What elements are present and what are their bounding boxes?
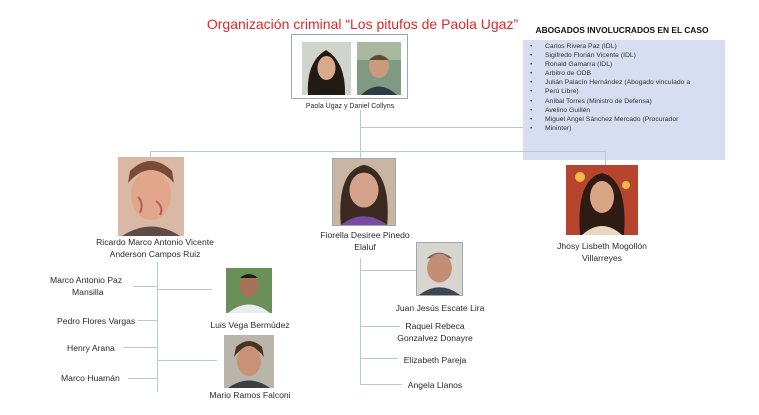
- lawyer-item-continuation: Perú Libre): [530, 87, 725, 96]
- photo-juan-escate: [416, 242, 463, 296]
- connector: [138, 320, 157, 321]
- connector: [360, 270, 416, 271]
- jhosy-caption-2: Villarreyes: [582, 253, 622, 263]
- connector: [150, 151, 151, 158]
- elizabeth-caption: Elizabeth Pareja: [403, 355, 467, 365]
- ricardo-caption-1: Ricardo Marco Antonio Vicente: [96, 237, 214, 247]
- connector: [360, 358, 398, 359]
- member-arana: Henry Arana: [67, 343, 115, 353]
- connector: [157, 360, 217, 361]
- lawyer-item: Aníbal Torres (Ministro de Defensa): [530, 97, 725, 106]
- connector: [133, 286, 157, 287]
- connector: [150, 151, 606, 152]
- lawyer-item: Ronald Gamarra (IDL): [530, 60, 725, 69]
- lawyer-item: Carlos Rivera Paz (IDL): [530, 42, 725, 51]
- connector: [360, 127, 523, 128]
- connector: [360, 326, 400, 327]
- raquel-caption-2: Gonzalvez Donayre: [397, 333, 473, 343]
- connector: [128, 378, 157, 379]
- connector: [605, 151, 606, 165]
- diagram-title: Organización criminal “Los pitufos de Pa…: [206, 16, 519, 32]
- photo-jhosy: [566, 165, 638, 235]
- connector: [360, 151, 361, 158]
- juan-caption: Juan Jesús Escate Lira: [395, 303, 485, 313]
- lawyer-item: Avelino Guillén: [530, 106, 725, 115]
- ricardo-caption-2: Anderson Campos Ruiz: [109, 249, 201, 259]
- member-paz-1: Marco Antonio Paz: [50, 275, 123, 285]
- lawyer-item: Arbitro de ODB: [530, 69, 725, 78]
- jhosy-caption-1: Jhosy Lisbeth Mogollón: [557, 241, 647, 251]
- lawyer-item: Sigifredo Florián Vicente (IDL): [530, 51, 725, 60]
- photo-ricardo: [118, 157, 184, 236]
- fiorella-caption-2: Elaluf: [354, 242, 376, 252]
- photo-daniel-collyns: [357, 42, 401, 95]
- lawyer-item: Julián Palacín Hernández (Abogado vincul…: [530, 78, 725, 87]
- photo-fiorella: [332, 158, 396, 226]
- connector: [157, 289, 212, 290]
- connector: [123, 347, 157, 348]
- photo-luis-vega: [226, 268, 272, 313]
- connector: [360, 110, 361, 152]
- lawyers-heading: ABOGADOS INVOLUCRADOS EN EL CASO: [535, 25, 709, 35]
- lawyer-item-continuation: Mininter): [530, 124, 725, 133]
- top-node-frame: [291, 34, 408, 99]
- photo-paola-ugaz: [302, 42, 351, 95]
- connector: [360, 258, 361, 385]
- top-node-caption: Paola Ugaz y Daniel Collyns: [305, 103, 395, 110]
- lawyers-panel: Carlos Rivera Paz (IDL) Sigifredo Floriá…: [523, 40, 725, 160]
- member-paz-2: Mansilla: [72, 287, 104, 297]
- connector: [157, 262, 158, 392]
- mario-caption: Mario Ramos Falconi: [209, 390, 291, 400]
- lawyers-list: Carlos Rivera Paz (IDL) Sigifredo Floriá…: [523, 40, 725, 133]
- member-huaman: Marco Huamán: [61, 373, 120, 383]
- fiorella-caption-1: Fiorella Desiree Pinedo: [320, 230, 410, 240]
- lawyer-item: Miguel Angel Sánchez Mercado (Procurador: [530, 115, 725, 124]
- raquel-caption-1: Raquel Rebeca: [405, 321, 465, 331]
- connector: [360, 384, 402, 385]
- angela-caption: Angela Llanos: [407, 380, 463, 390]
- luis-caption: Luis Vega Bermúdez: [210, 320, 290, 330]
- member-flores: Pedro Flores Vargas: [57, 316, 136, 326]
- photo-mario-ramos: [224, 335, 274, 388]
